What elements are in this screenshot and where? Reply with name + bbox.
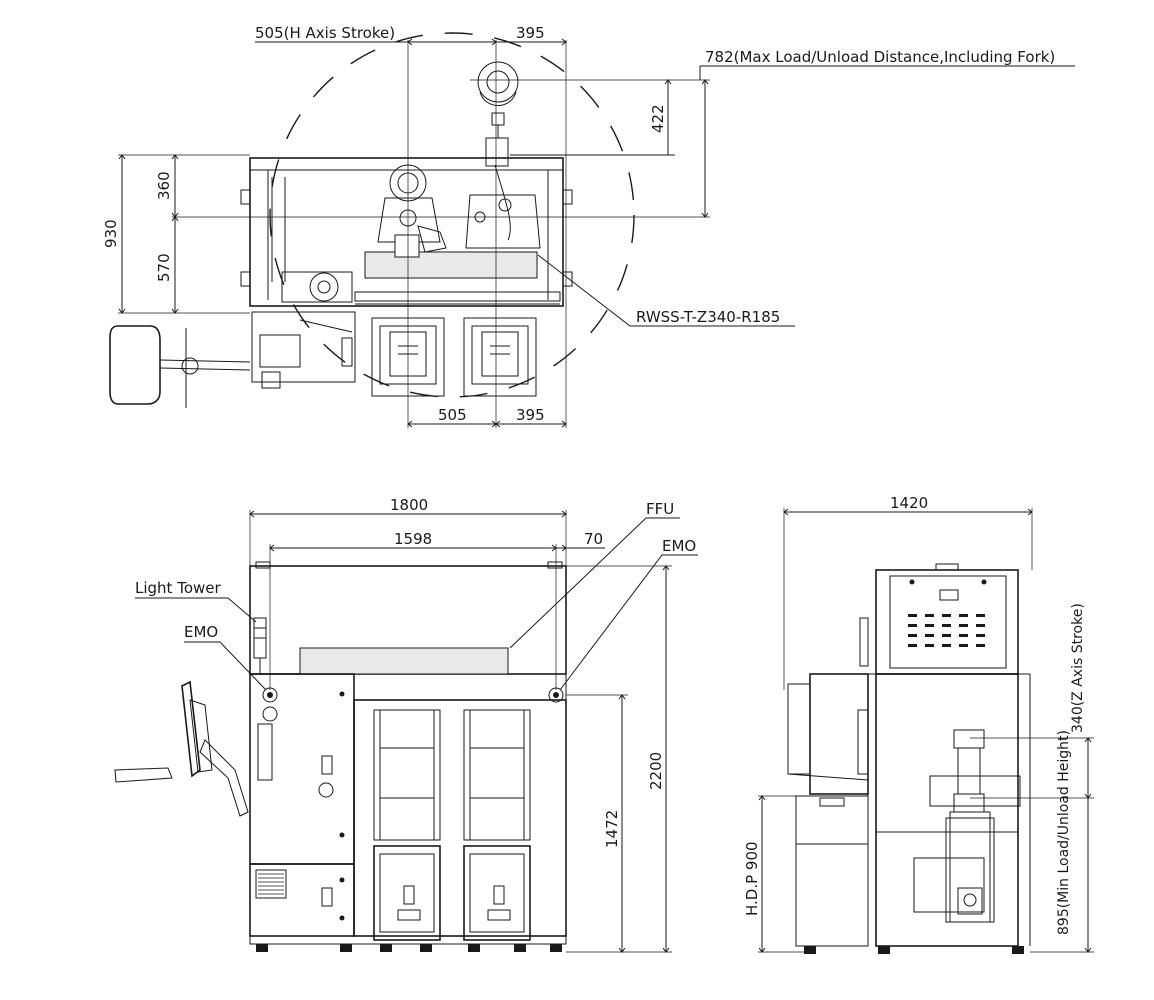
side-light-tower-icon (859, 617, 869, 667)
dim-360: 360 (155, 171, 173, 200)
dim-top-395: 395 (516, 24, 545, 42)
dim-570: 570 (155, 253, 173, 282)
robot-swing-arc (269, 32, 635, 398)
side-upper-housing (875, 569, 1019, 675)
dim-70: 70 (584, 530, 603, 548)
top-load-port-right (463, 317, 537, 397)
ffu-label: FFU (646, 500, 674, 518)
top-main-frame (249, 157, 564, 307)
dim-2200: 2200 (647, 752, 665, 790)
model-label: RWSS-T-Z340-R185 (636, 308, 780, 326)
front-view: 1800 1598 70 FFU EMO Light Tower EMO 220… (114, 496, 698, 953)
dim-h-axis-stroke: 505(H Axis Stroke) (255, 24, 395, 42)
emo-left-label: EMO (184, 623, 218, 641)
dim-max-load-distance: 782(Max Load/Unload Distance,Including F… (705, 48, 1055, 66)
h-axis-rail (364, 251, 538, 279)
dim-z-axis-stroke: 340(Z Axis Stroke) (1070, 603, 1086, 733)
emo-right-label: EMO (662, 537, 696, 555)
top-view: 505(H Axis Stroke) 395 782(Max Load/Unlo… (102, 24, 1075, 428)
front-left-cabinet (249, 673, 355, 865)
dim-min-load-height: 895(Min Load/Unload Height) (1056, 730, 1072, 935)
side-view: 1420 340(Z Axis Stroke) 895(Min Load/Unl… (743, 494, 1094, 954)
dim-1800: 1800 (390, 496, 428, 514)
dim-1598: 1598 (394, 530, 432, 548)
dim-bottom-395: 395 (516, 406, 545, 424)
top-monitor (109, 325, 161, 405)
dim-930: 930 (102, 219, 120, 248)
dim-1472: 1472 (603, 810, 621, 848)
side-vent-slots (908, 614, 985, 647)
light-tower-label: Light Tower (135, 579, 221, 597)
dim-1420: 1420 (890, 494, 928, 512)
dim-hdp-900: H.D.P 900 (743, 841, 761, 916)
front-monitor (181, 680, 201, 778)
dim-422: 422 (649, 104, 667, 133)
top-controller-box (251, 311, 356, 383)
dim-bottom-505: 505 (438, 406, 467, 424)
